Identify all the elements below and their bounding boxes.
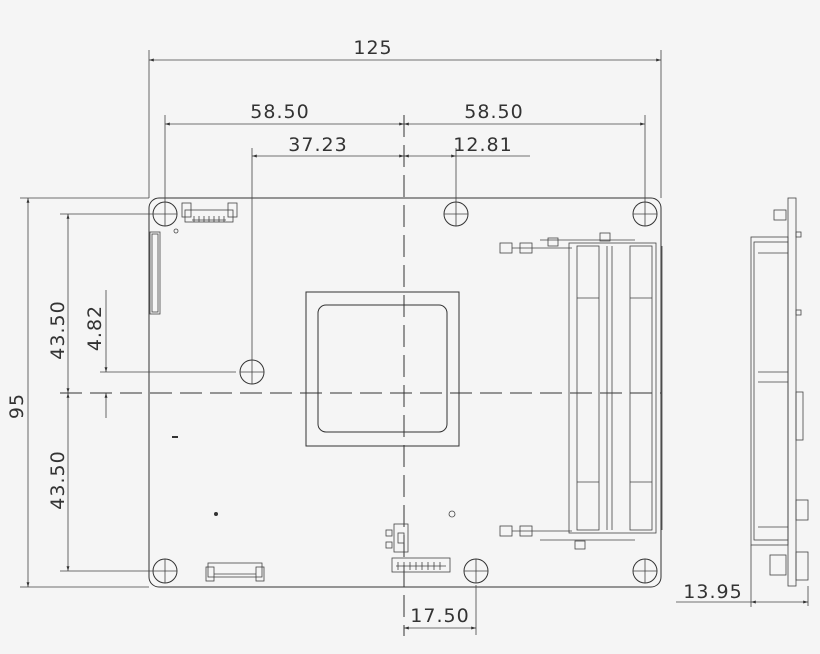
top-connector <box>173 202 238 234</box>
dim-label: 37.23 <box>288 134 347 156</box>
mounting-hole <box>443 201 469 227</box>
dot-marker <box>214 512 218 516</box>
bottom-connector-left <box>205 562 265 582</box>
dimension-hole-offsets-x: 37.23 12.81 <box>251 134 530 360</box>
memory-sockets <box>499 232 663 550</box>
dim-label: 17.50 <box>410 605 469 627</box>
dimension-hole-offset-y: 4.82 <box>84 290 236 418</box>
mounting-hole <box>632 201 658 227</box>
dimension-half-widths: 58.50 58.50 <box>164 101 646 202</box>
dim-label: 95 <box>6 393 28 419</box>
dim-label: 13.95 <box>683 581 742 603</box>
mounting-hole <box>463 558 489 584</box>
board-outline <box>148 197 662 588</box>
dimension-bottom-hole-offset: 17.50 <box>404 585 477 635</box>
dim-label: 4.82 <box>84 305 106 351</box>
dim-label: 43.50 <box>47 450 69 509</box>
dim-label: 43.50 <box>47 300 69 359</box>
mounting-hole <box>632 558 658 584</box>
led-marker <box>448 510 456 518</box>
dim-label: 58.50 <box>250 101 309 123</box>
dim-label: 125 <box>353 37 392 59</box>
mounting-hole <box>152 201 178 227</box>
side-connector <box>149 231 161 315</box>
dimension-side-thickness: 13.95 <box>676 545 809 607</box>
dash-marker <box>172 436 178 438</box>
mounting-hole <box>239 359 265 385</box>
processor-chip-inner <box>317 304 448 433</box>
dimension-half-heights: 43.50 43.50 <box>47 213 153 572</box>
dimension-overall-height: 95 <box>6 197 149 588</box>
processor-chip-outer <box>305 291 460 447</box>
dim-label: 12.81 <box>453 134 512 156</box>
bottom-connector-center <box>385 523 451 573</box>
dimension-overall-width: 125 <box>148 37 662 198</box>
side-view <box>750 197 809 587</box>
dim-label: 58.50 <box>464 101 523 123</box>
mounting-hole <box>152 558 178 584</box>
